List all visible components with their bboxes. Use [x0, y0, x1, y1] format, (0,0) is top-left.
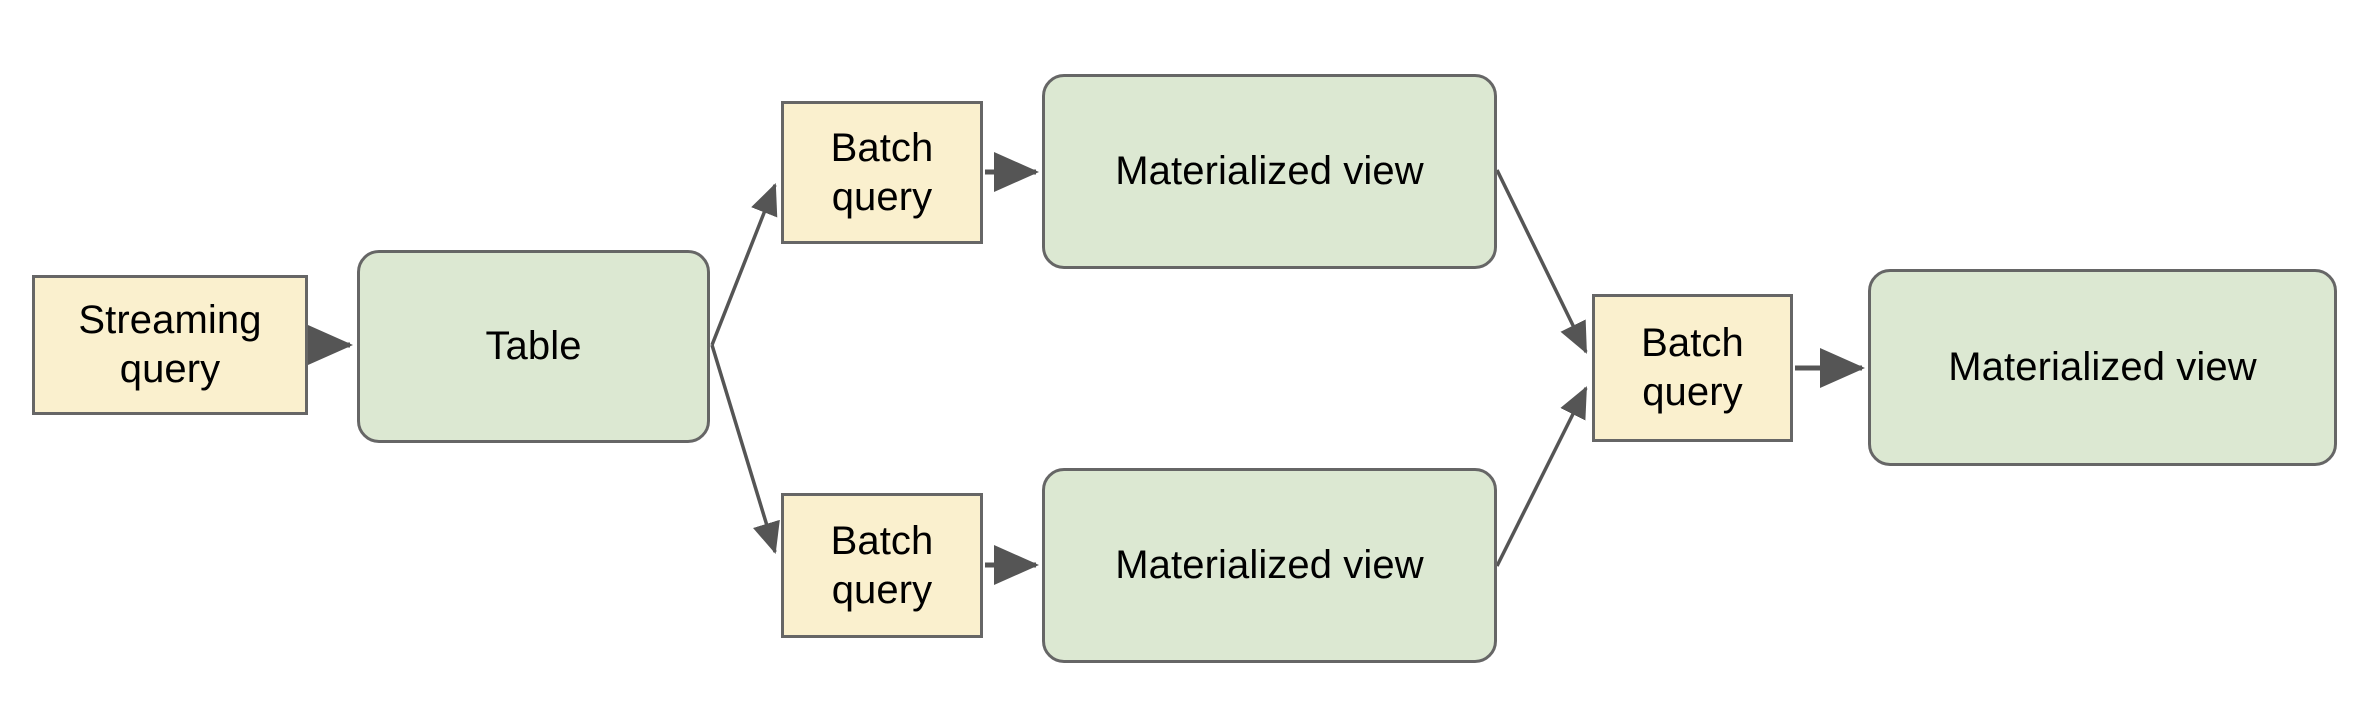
- edge-mv-top-to-batch-right: [1495, 169, 1588, 354]
- node-batch-query-bottom-label: Batch query: [830, 518, 934, 612]
- node-streaming-query[interactable]: Streaming query: [32, 275, 308, 415]
- node-materialized-view-top-label: Materialized view: [1115, 149, 1424, 194]
- node-materialized-view-right-label: Materialized view: [1948, 345, 2257, 390]
- node-batch-query-right[interactable]: Batch query: [1592, 294, 1793, 442]
- edge-table-to-batch-top: [710, 183, 778, 346]
- node-batch-query-bottom[interactable]: Batch query: [781, 493, 983, 638]
- node-streaming-query-label: Streaming query: [78, 298, 262, 391]
- node-materialized-view-right[interactable]: Materialized view: [1868, 269, 2337, 466]
- node-materialized-view-top[interactable]: Materialized view: [1042, 74, 1497, 269]
- node-batch-query-top[interactable]: Batch query: [781, 101, 983, 244]
- edge-mv-bottom-to-batch-right: [1495, 386, 1588, 567]
- edge-table-to-batch-bottom: [710, 344, 780, 555]
- node-batch-query-top-label: Batch query: [830, 125, 934, 219]
- node-materialized-view-bottom[interactable]: Materialized view: [1042, 468, 1497, 663]
- node-table[interactable]: Table: [357, 250, 710, 443]
- node-table-label: Table: [485, 324, 582, 369]
- node-materialized-view-bottom-label: Materialized view: [1115, 543, 1424, 588]
- node-batch-query-right-label: Batch query: [1641, 321, 1744, 414]
